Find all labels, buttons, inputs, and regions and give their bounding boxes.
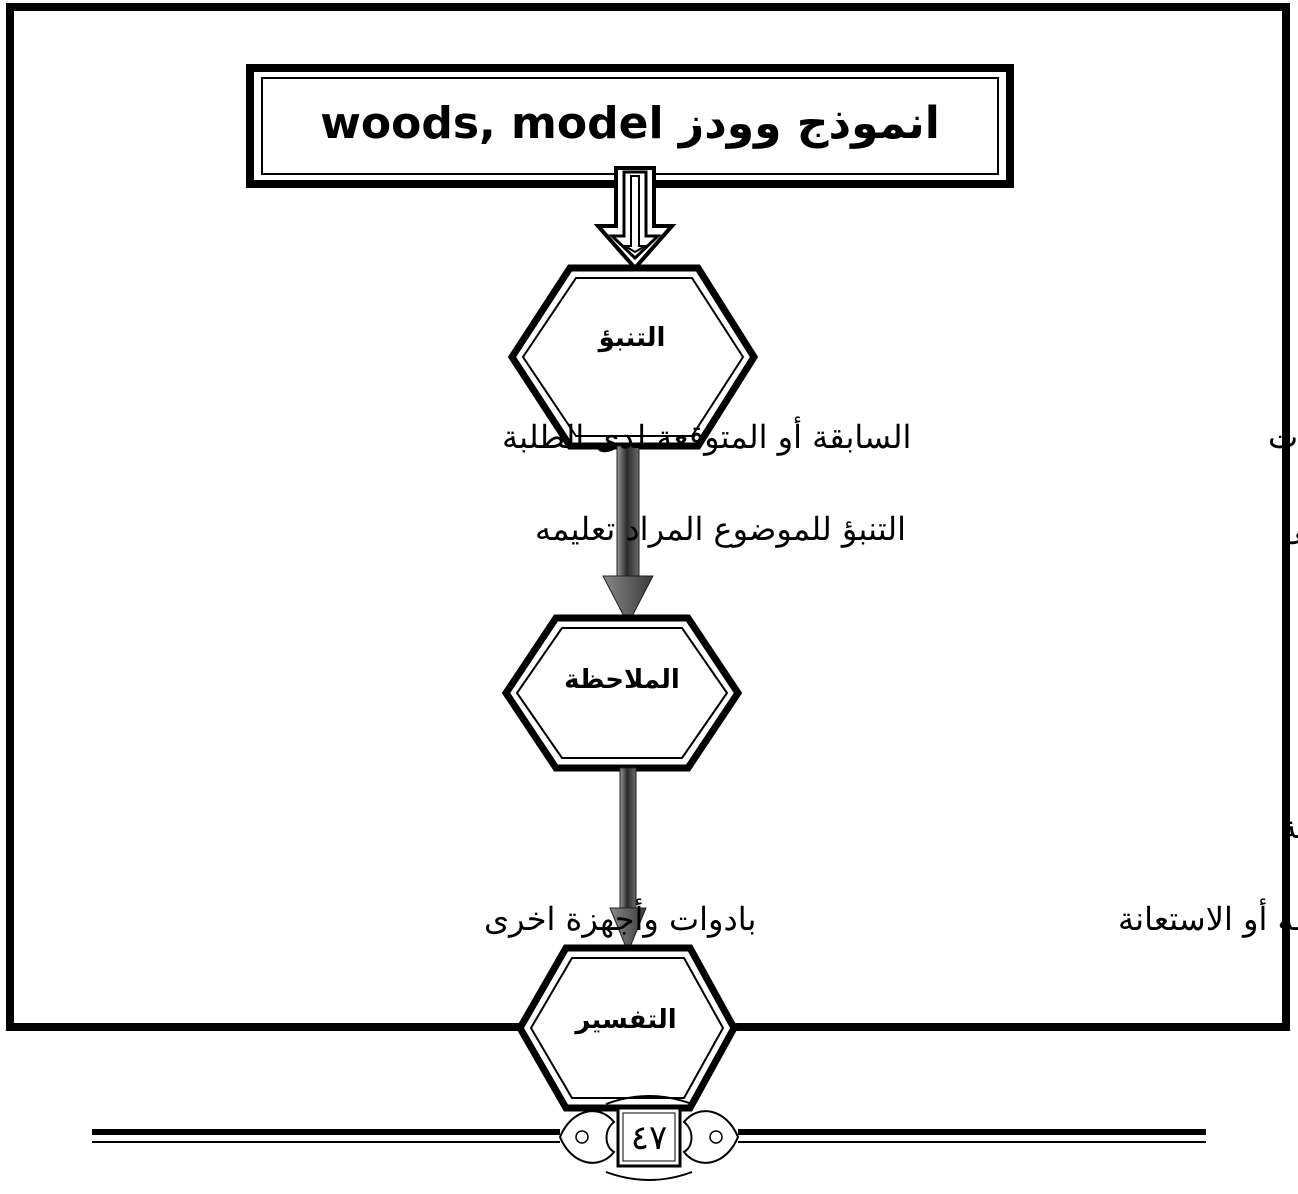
predict-desc-line2-right: من خلال طرح الاسئلة لمساعدة الطلبة على	[1280, 510, 1298, 548]
footer-ornament: ٤٧	[558, 1095, 740, 1181]
diagram-title: انموذج وودز woods, model	[320, 98, 940, 149]
title-box: انموذج وودز woods, model	[246, 64, 1014, 188]
node-predict-label: التنبؤ	[597, 323, 666, 353]
arrow-observe-to-interpret	[609, 767, 647, 954]
page-number: ٤٧	[631, 1118, 668, 1158]
observe-desc-line2-left: بادوات وأجهزة اخرى	[484, 898, 756, 938]
title-down-arrow	[593, 166, 677, 272]
predict-desc-line2-left: التنبؤ للموضوع المراد تعليمه	[535, 510, 906, 548]
predict-desc-line1-left: السابقة أو المتوقعة لدى الطلبة	[502, 416, 911, 456]
node-observe-label: الملاحظة	[564, 665, 680, 695]
footer-rule	[92, 1129, 1206, 1143]
node-interpret-label: التفسير	[573, 1005, 676, 1035]
arrow-predict-to-observe	[602, 445, 654, 626]
hexagon-interpret: التفسير	[515, 944, 738, 1112]
hexagon-observe: الملاحظة	[501, 614, 743, 772]
predict-desc-line1-right: بناء المعلومات الجديدة على المعلومات	[1268, 418, 1298, 456]
observe-desc-line1: الانتباه للظواهر أو الاحداث أو الامور بغ…	[1280, 806, 1298, 846]
observe-desc-line2-right: حواسهم المختلفة أو الاستعانة	[1118, 898, 1298, 938]
hexagon-predict: التنبؤ	[507, 264, 759, 450]
